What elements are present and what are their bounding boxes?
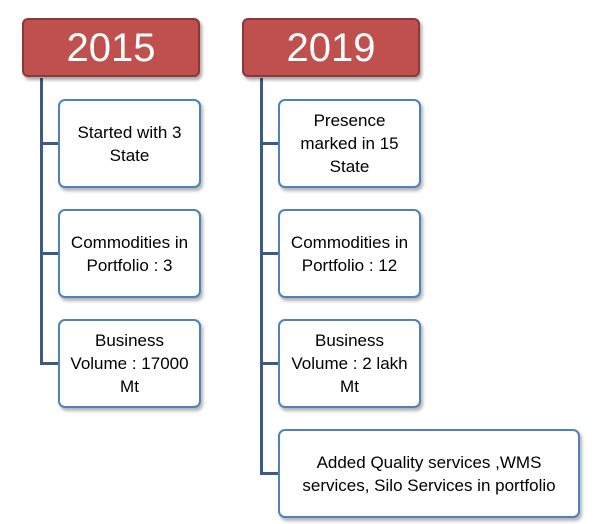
milestone-2015-business-volume: Business Volume : 17000 Mt [58,319,201,408]
connector-branch-2019-1 [260,142,279,145]
connector-spine-2015 [40,78,43,365]
year-header-2019: 2019 [242,18,420,77]
milestone-2015-commodities: Commodities in Portfolio : 3 [58,209,201,298]
connector-branch-2015-3 [40,362,59,365]
milestone-2019-states: Presence marked in 15 State [278,99,421,188]
milestone-2019-business-volume: Business Volume : 2 lakh Mt [278,319,421,408]
connector-branch-2015-1 [40,142,59,145]
year-header-2015: 2015 [22,18,200,77]
milestone-2015-states: Started with 3 State [58,99,201,188]
connector-branch-2019-3 [260,362,279,365]
milestone-2019-commodities: Commodities in Portfolio : 12 [278,209,421,298]
connector-branch-2019-4 [260,472,279,475]
connector-branch-2015-2 [40,252,59,255]
connector-branch-2019-2 [260,252,279,255]
connector-spine-2019 [260,78,263,475]
milestone-2019-added-services: Added Quality services ,WMS services, Si… [278,429,580,518]
